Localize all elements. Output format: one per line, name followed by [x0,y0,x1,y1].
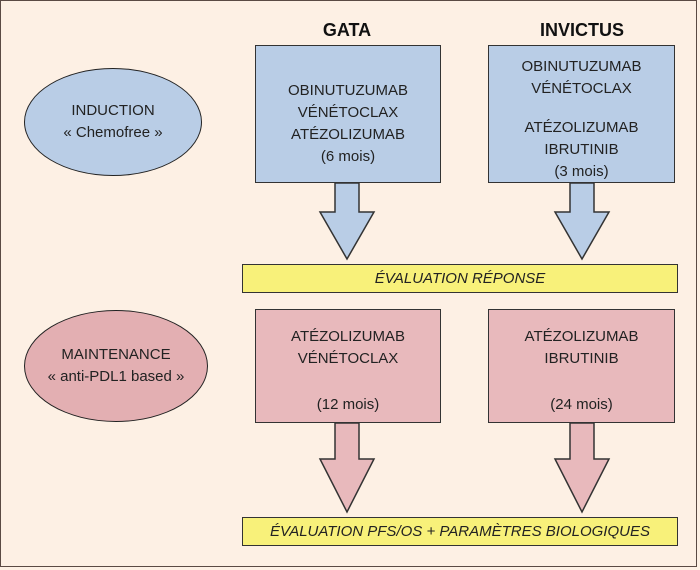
invictus-heading: INVICTUS [539,20,624,40]
invictus-induction-drug-4: IBRUTINIB [544,141,619,158]
gata-induction-drug-1: OBINUTUZUMAB [288,82,408,99]
gata-maintenance-box: ATÉZOLIZUMAB VÉNÉTOCLAX (12 mois) [255,309,441,423]
invictus-maintenance-duration: (24 mois) [550,396,613,413]
maintenance-ellipse: MAINTENANCE « anti-PDL1 based » [24,310,208,422]
invictus-induction-box: OBINUTUZUMAB VÉNÉTOCLAX ATÉZOLIZUMAB IBR… [488,45,675,183]
invictus-maintenance-drug-2: IBRUTINIB [544,350,619,367]
gata-maintenance-drug-2: VÉNÉTOCLAX [297,350,399,367]
gata-maintenance-arrow [318,422,376,514]
invictus-maintenance-box: ATÉZOLIZUMAB IBRUTINIB (24 mois) [488,309,675,423]
invictus-maintenance-arrow [553,422,611,514]
gata-heading: GATA [322,20,372,40]
invictus-maintenance-drug-1: ATÉZOLIZUMAB [524,328,639,345]
induction-ellipse: INDUCTION « Chemofree » [24,68,202,176]
gata-induction-box: OBINUTUZUMAB VÉNÉTOCLAX ATÉZOLIZUMAB (6 … [255,45,441,183]
maintenance-subtitle: « anti-PDL1 based » [47,368,185,385]
gata-induction-drug-2: VÉNÉTOCLAX [297,104,399,121]
invictus-induction-arrow [553,182,611,261]
final-evaluation-bar: ÉVALUATION PFS/OS + PARAMÈTRES BIOLOGIQU… [242,517,678,546]
gata-maintenance-drug-1: ATÉZOLIZUMAB [291,328,405,345]
invictus-induction-duration: (3 mois) [554,163,609,180]
gata-induction-drug-3: ATÉZOLIZUMAB [291,126,405,143]
induction-title: INDUCTION [71,102,155,119]
gata-induction-duration: (6 mois) [320,148,376,165]
maintenance-title: MAINTENANCE [61,346,171,363]
invictus-induction-drug-3: ATÉZOLIZUMAB [524,119,639,136]
invictus-induction-drug-1: OBINUTUZUMAB [521,58,642,75]
evaluation-response-bar: ÉVALUATION RÉPONSE [242,264,678,293]
gata-induction-arrow [318,182,376,261]
invictus-induction-drug-2: VÉNÉTOCLAX [531,80,632,97]
induction-subtitle: « Chemofree » [63,124,163,141]
gata-maintenance-duration: (12 mois) [316,396,380,413]
